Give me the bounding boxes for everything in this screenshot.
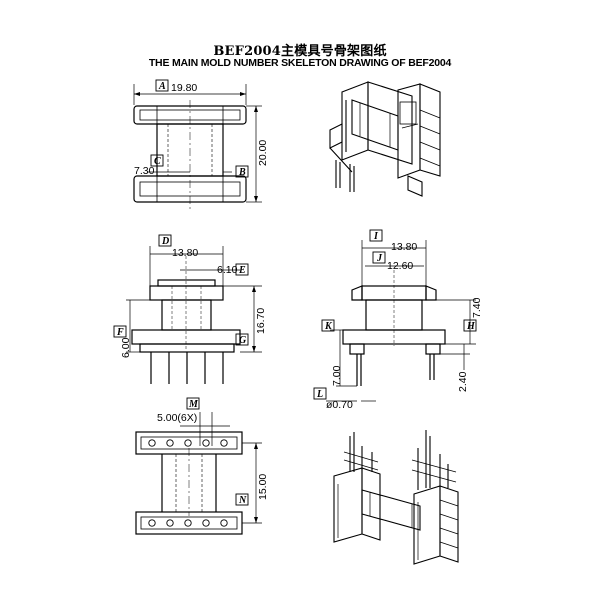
dim-j-value: 12.60 <box>387 260 413 272</box>
dim-b-value: 20.00 <box>257 140 269 166</box>
label-j: J <box>376 253 383 264</box>
label-g: G <box>239 335 247 346</box>
label-box-e <box>235 263 249 276</box>
label-box-g <box>235 333 249 346</box>
label-box-i <box>369 229 383 242</box>
label-box-f <box>113 325 127 338</box>
label-box-b <box>235 165 249 178</box>
label-i: I <box>373 231 379 242</box>
label-n: N <box>238 495 247 506</box>
dim-i-value: 13.80 <box>391 241 417 253</box>
label-box-k <box>321 319 335 332</box>
label-box-a <box>155 79 169 92</box>
label-m: M <box>188 399 199 410</box>
label-box-h <box>463 319 477 332</box>
dim-c-value: 7.30 <box>134 165 155 177</box>
label-box-n <box>235 493 249 506</box>
dim-pin-gap-value: 2.40 <box>457 371 469 392</box>
label-box-d <box>158 234 172 247</box>
dim-m-value: 5.00(6X) <box>157 412 197 424</box>
dim-l-value: ø0.70 <box>326 399 353 411</box>
label-a: A <box>158 81 166 92</box>
bottom-view: M 5.00(6X) N 15.00 <box>135 397 269 535</box>
dim-f-value: 6.00 <box>120 337 132 358</box>
label-box-m <box>186 397 200 410</box>
front-view: D 13.80 6.10 E F 6.00 <box>113 234 267 384</box>
label-h: H <box>466 321 476 332</box>
side-view: I 13.80 J 12.60 H 7.40 2.40 <box>313 229 483 411</box>
isometric-view-top <box>329 81 441 197</box>
dim-e-value: 6.10 <box>217 264 238 276</box>
dim-n-value: 15.00 <box>257 474 269 500</box>
dim-k-value: 7.00 <box>331 365 343 386</box>
label-box-l <box>313 387 327 400</box>
dim-h-value: 7.40 <box>471 297 483 318</box>
top-view: A 19.80 C 7.30 B 20.00 <box>133 79 269 210</box>
label-box-j <box>372 251 386 264</box>
dim-d-value: 13.80 <box>172 247 198 259</box>
dim-a-value: 19.80 <box>171 82 197 94</box>
dim-g-value: 16.70 <box>255 308 267 334</box>
label-b: B <box>238 167 246 178</box>
label-e: E <box>238 265 246 276</box>
label-d: D <box>161 236 169 247</box>
drawing-title-chinese: BEF2004主模具号骨架图纸 <box>213 44 387 59</box>
isometric-view-bottom <box>333 430 459 565</box>
label-c: C <box>154 156 161 167</box>
label-k: K <box>324 321 333 332</box>
drawing-title-english: THE MAIN MOLD NUMBER SKELETON DRAWING OF… <box>148 57 452 69</box>
label-l: L <box>316 389 323 400</box>
label-box-c <box>150 154 164 167</box>
label-f: F <box>116 327 124 338</box>
